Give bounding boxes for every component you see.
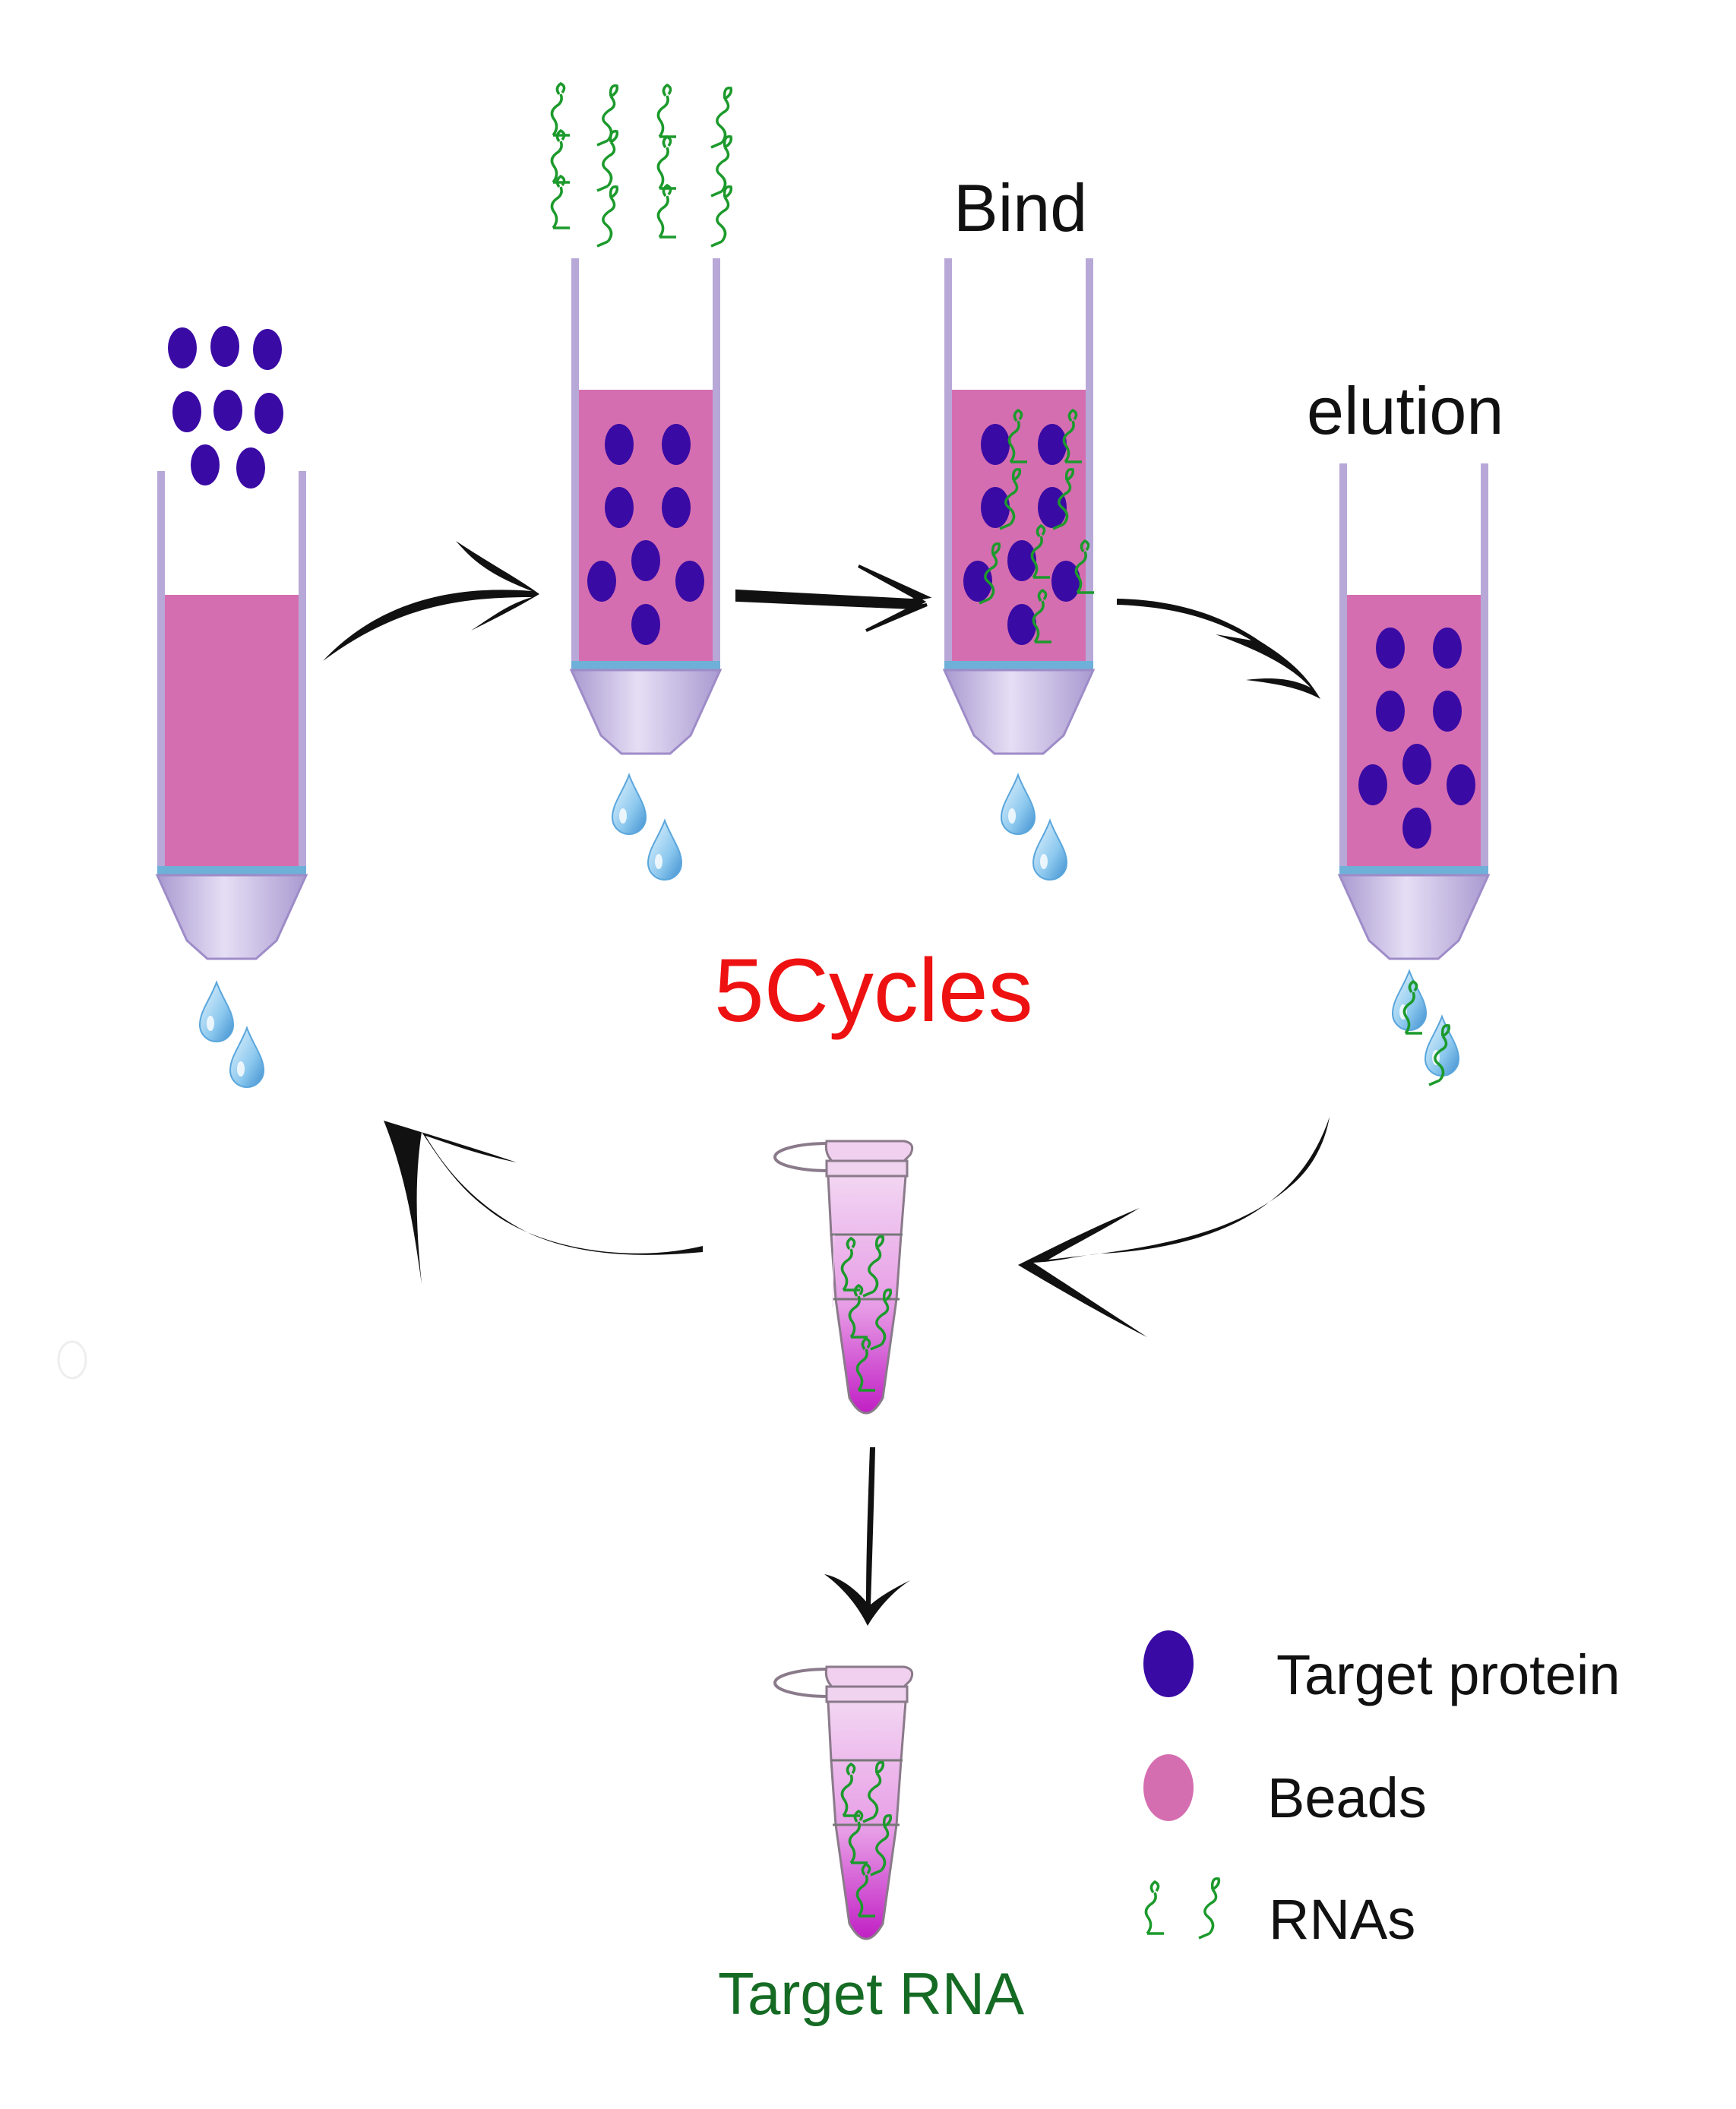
- protein-dots-falling: [168, 326, 283, 489]
- bead-icon: [1143, 1754, 1194, 1821]
- protein-dots: [587, 424, 704, 645]
- arrow-col3-to-col4: [1117, 599, 1320, 699]
- column-1: [155, 326, 308, 1088]
- protein-dots: [1358, 628, 1475, 849]
- droplets: [1001, 774, 1067, 881]
- arrow-col1-to-col2: [323, 541, 539, 661]
- bind-label: Bind: [953, 170, 1088, 245]
- target-rna-label: Target RNA: [718, 1960, 1025, 2027]
- arrow-col4-to-tube: [1018, 1117, 1330, 1337]
- arrow-tube-to-col1: [384, 1121, 703, 1284]
- arrow-tube-to-final: [824, 1447, 910, 1626]
- column-2: [550, 82, 733, 881]
- eppendorf-tube-target: [773, 1665, 914, 1940]
- eppendorf-tube-pool: [773, 1140, 914, 1415]
- arrow-col2-to-col3: [735, 564, 932, 632]
- elution-label: elution: [1307, 373, 1504, 448]
- legend-rnas-label: RNAs: [1269, 1888, 1416, 1951]
- droplets-with-rna: [1392, 970, 1459, 1086]
- faint-circle: [57, 1340, 87, 1380]
- column-4-elution: [1337, 463, 1491, 1086]
- rna-icon: [1144, 1877, 1221, 1940]
- column-3-bind: [942, 258, 1096, 881]
- target-protein-icon: [1143, 1630, 1194, 1697]
- protein-rna-complexes: [963, 409, 1096, 645]
- rna-pool-falling: [550, 82, 733, 248]
- legend-icons: [1143, 1630, 1221, 1940]
- legend-beads-label: Beads: [1267, 1766, 1427, 1829]
- legend-target-protein-label: Target protein: [1276, 1643, 1621, 1706]
- droplets: [199, 982, 264, 1088]
- droplets: [612, 774, 682, 881]
- cycles-label: 5Cycles: [714, 941, 1033, 1041]
